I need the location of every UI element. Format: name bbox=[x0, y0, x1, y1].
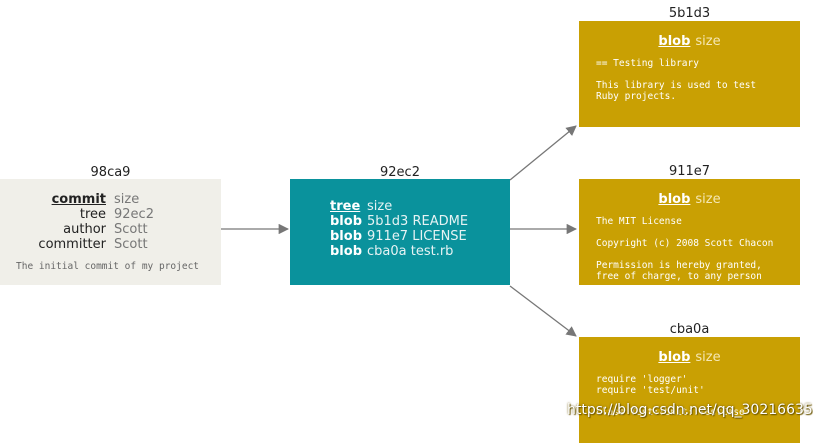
watermark-text: https://blog.csdn.net/qq_30216635 bbox=[567, 402, 813, 418]
commit-message: The initial commit of my project bbox=[16, 261, 200, 272]
tree-entry-type: tree bbox=[330, 199, 361, 214]
tree-id-label: 92ec2 bbox=[380, 165, 420, 180]
commit-fields: commit size tree 92ec2 author Scott comm… bbox=[6, 192, 174, 252]
tree-object: tree size blob 5b1d3 README blob 911e7 L… bbox=[290, 179, 510, 285]
blob-content: require 'logger' require 'test/unit' cla… bbox=[596, 374, 745, 418]
blob-type: blob bbox=[658, 350, 691, 365]
blob-id-label: 5b1d3 bbox=[668, 6, 711, 21]
blob-content: The MIT License Copyright (c) 2008 Scott… bbox=[596, 216, 774, 282]
blob-id-label: cba0a bbox=[669, 322, 710, 337]
blob-object: blob size The MIT License Copyright (c) 2… bbox=[579, 179, 800, 285]
blob-type: blob bbox=[658, 192, 691, 207]
blob-size: size bbox=[695, 350, 721, 365]
commit-field-value: Scott bbox=[114, 222, 148, 237]
tree-entry-value: cba0a test.rb bbox=[367, 244, 454, 259]
tree-entry-value: size bbox=[367, 199, 393, 214]
blob-content: == Testing library This library is used … bbox=[596, 58, 757, 102]
tree-entry-value: 911e7 LICENSE bbox=[367, 229, 467, 244]
blob-object: blob size == Testing library This library… bbox=[579, 21, 800, 127]
edge-tree-to-blob-cba0a bbox=[509, 285, 577, 337]
tree-entry-type: blob bbox=[330, 244, 362, 259]
commit-field-key: tree bbox=[79, 207, 106, 222]
blob-header: blob size bbox=[579, 350, 800, 365]
commit-object: commit size tree 92ec2 author Scott comm… bbox=[0, 179, 221, 285]
blob-object: blob size require 'logger' require 'test/… bbox=[579, 337, 800, 443]
blob-type: blob bbox=[658, 34, 691, 49]
blob-id-label: 911e7 bbox=[668, 164, 711, 179]
tree-entry-type: blob bbox=[330, 229, 362, 244]
blob-size: size bbox=[695, 34, 721, 49]
tree-entries: tree size blob 5b1d3 README blob 911e7 L… bbox=[330, 199, 468, 259]
commit-field-key: commit bbox=[51, 192, 106, 207]
tree-entry-type: blob bbox=[330, 214, 362, 229]
commit-id-label: 98ca9 bbox=[90, 165, 131, 180]
commit-field-key: author bbox=[63, 222, 106, 237]
blob-header: blob size bbox=[579, 34, 800, 49]
commit-field-value: Scott bbox=[114, 237, 148, 252]
tree-entry-value: 5b1d3 README bbox=[367, 214, 469, 229]
edge-tree-to-blob-5b1d3 bbox=[509, 125, 577, 181]
blob-header: blob size bbox=[579, 192, 800, 207]
commit-field-value: size bbox=[114, 192, 140, 207]
commit-field-value: 92ec2 bbox=[114, 207, 154, 222]
blob-size: size bbox=[695, 192, 721, 207]
commit-field-key: committer bbox=[38, 237, 106, 252]
